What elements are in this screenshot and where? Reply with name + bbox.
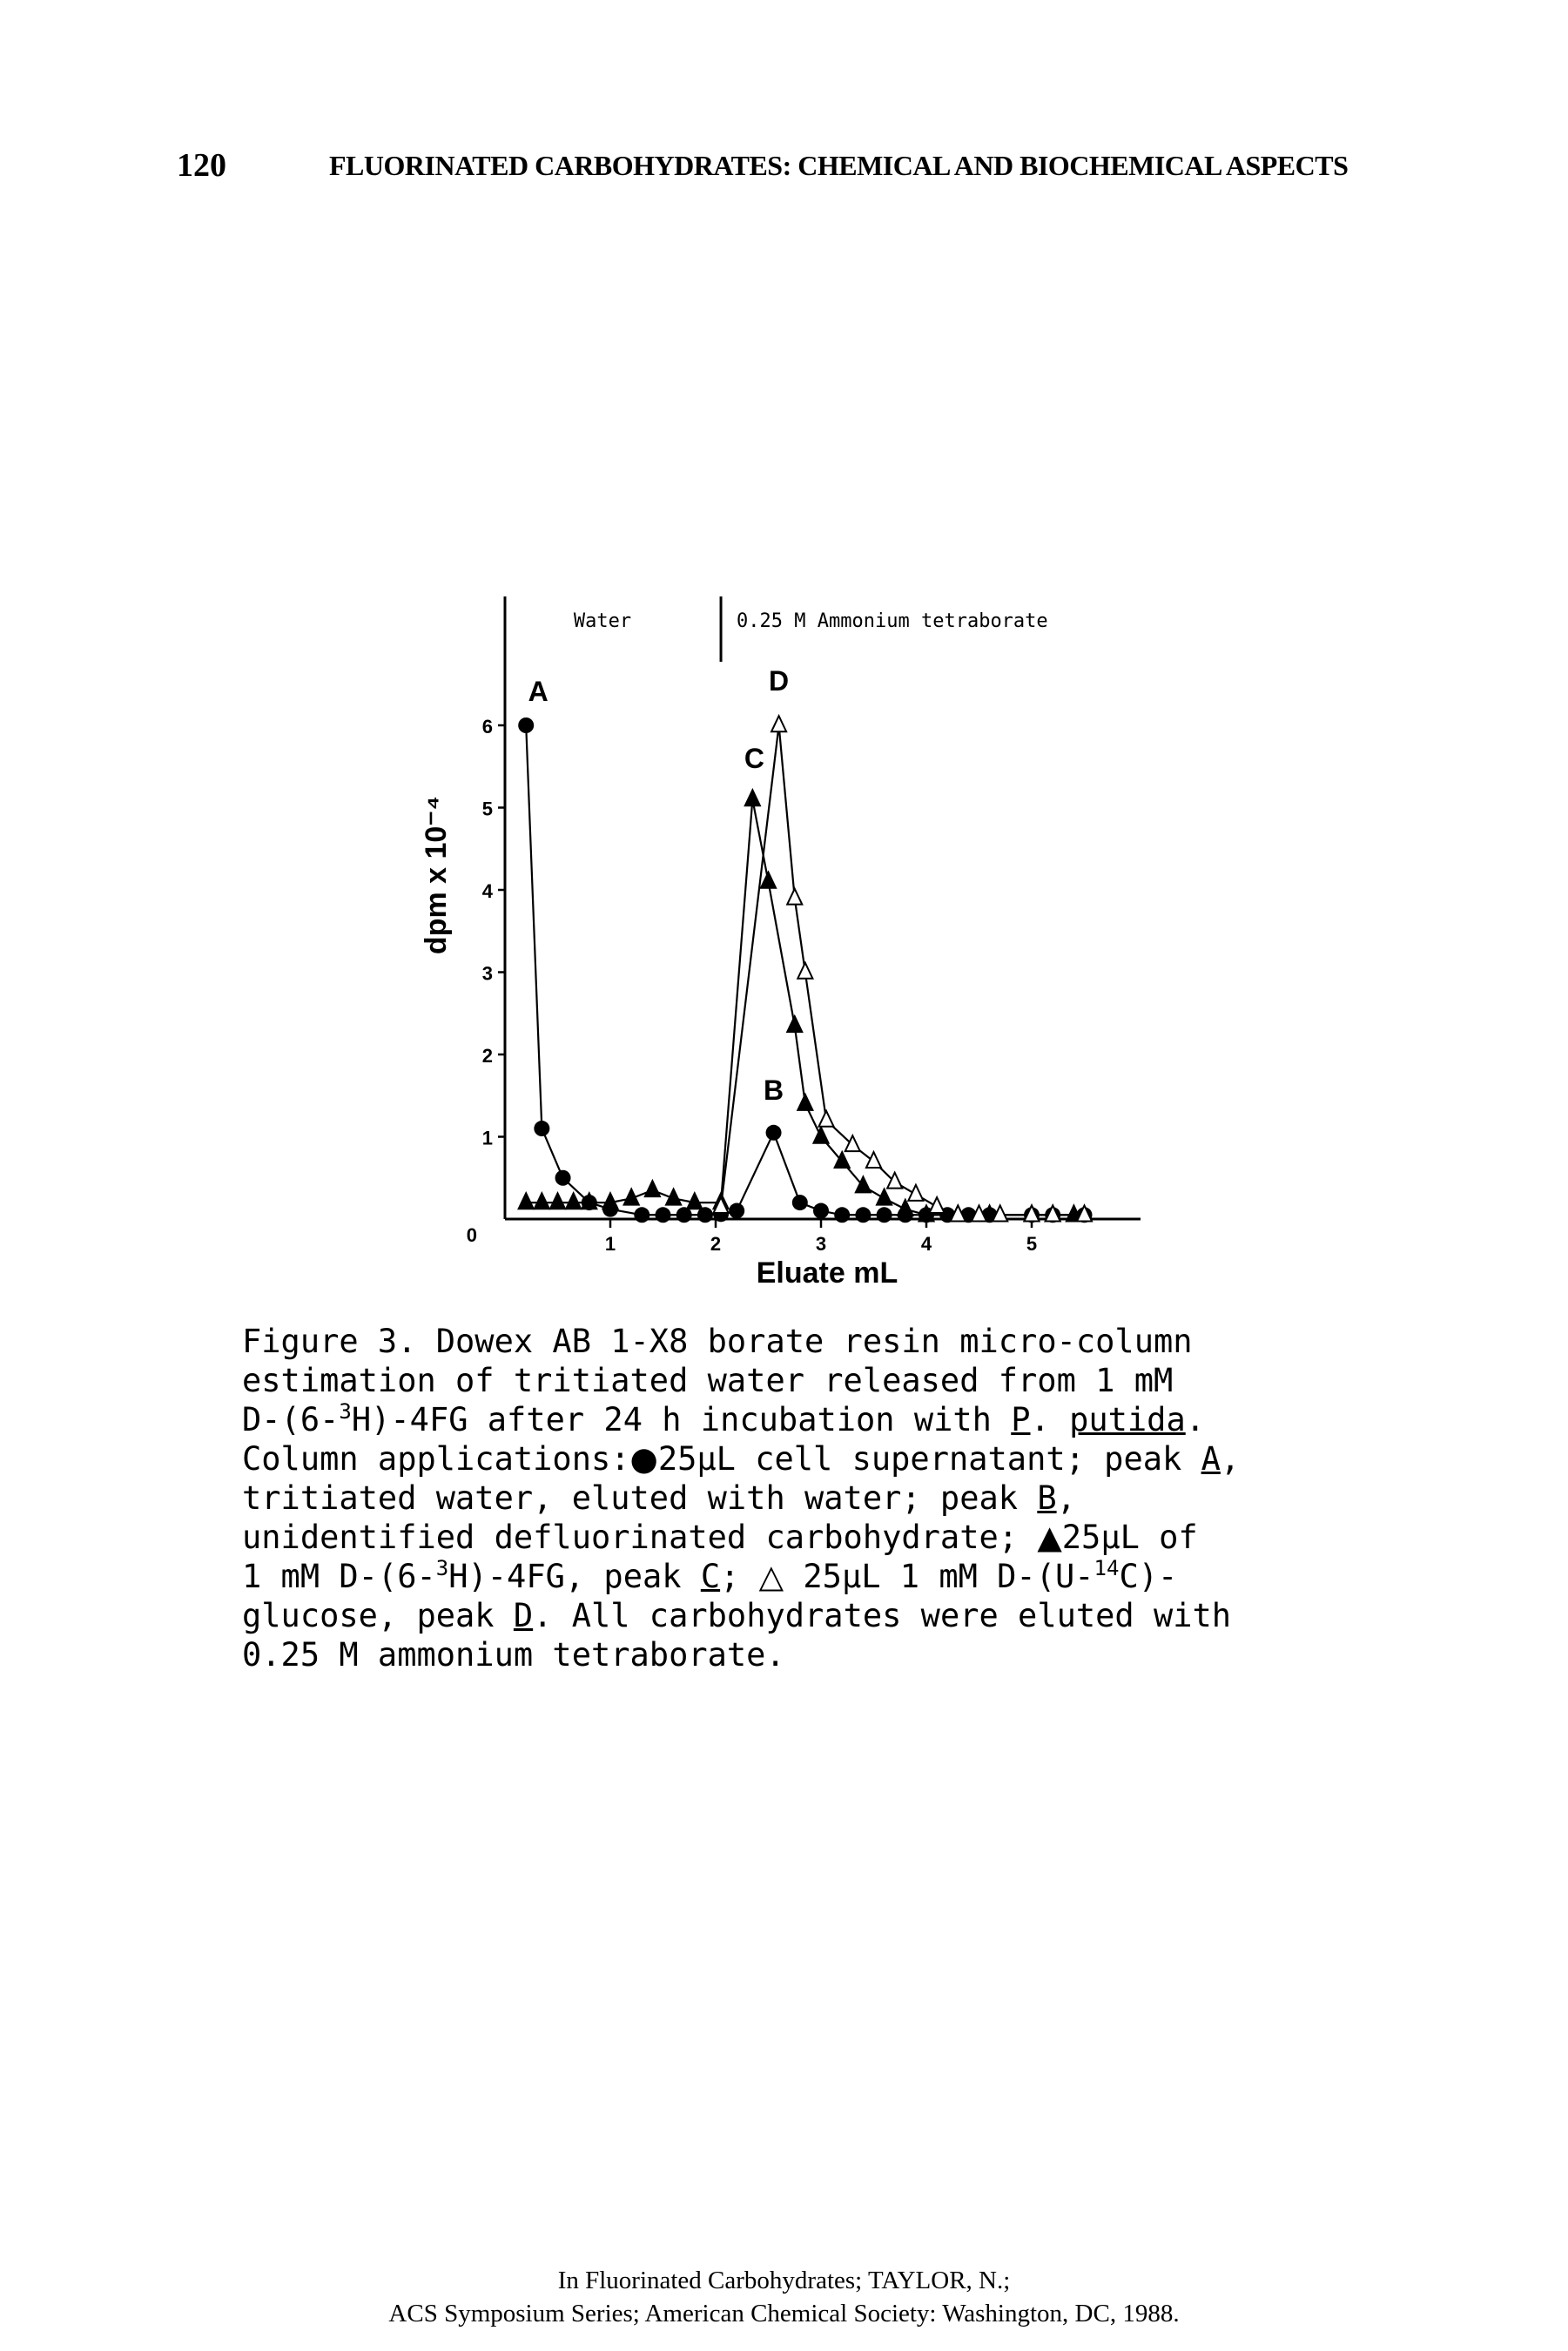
data-point-filled-triangle — [833, 1149, 851, 1169]
data-point-filled-triangle — [744, 787, 762, 807]
y-tick-label: 6 — [482, 716, 493, 738]
data-point-filled-triangle — [533, 1190, 551, 1210]
data-point-open-triangle — [785, 886, 804, 906]
citation-line-1: In Fluorinated Carbohydrates; TAYLOR, N.… — [557, 2267, 1011, 2294]
data-point-filled-circle — [534, 1121, 550, 1137]
data-point-filled-circle — [834, 1207, 851, 1223]
x-tick-label: 1 — [605, 1233, 616, 1255]
data-point-filled-circle — [855, 1207, 871, 1223]
data-point-filled-triangle — [564, 1190, 582, 1210]
y-tick-label: 5 — [482, 798, 493, 820]
page-number: 120 — [177, 147, 226, 184]
data-point-filled-triangle — [811, 1125, 831, 1144]
data-point-open-triangle — [927, 1195, 946, 1215]
peak-label-D: D — [769, 665, 789, 697]
x-tick-label: 2 — [710, 1233, 721, 1255]
data-point-open-triangle — [817, 1108, 836, 1128]
data-point-open-triangle — [770, 713, 788, 733]
region-label-borate: 0.25 M Ammonium tetraborate — [737, 610, 1048, 632]
citation-line-2: ACS Symposium Series; American Chemical … — [388, 2300, 1180, 2327]
figure-caption: Figure 3. Dowex AB 1-X8 borate resin mic… — [242, 1323, 1241, 1674]
x-tick-label: 3 — [816, 1233, 826, 1255]
data-point-filled-triangle — [796, 1092, 814, 1111]
data-point-open-triangle — [844, 1133, 862, 1153]
data-point-filled-circle — [697, 1207, 713, 1223]
peak-label-B: B — [764, 1074, 784, 1106]
data-point-open-triangle — [906, 1182, 925, 1202]
data-point-open-triangle — [1044, 1203, 1062, 1223]
page-header: 120 FLUORINATED CARBOHYDRATES: CHEMICAL … — [0, 146, 1568, 199]
data-point-filled-circle — [655, 1207, 671, 1223]
region-label-water: Water — [574, 610, 631, 632]
y-tick-label: 2 — [482, 1045, 493, 1067]
y-tick-label: 0 — [467, 1224, 477, 1246]
data-point-open-triangle — [1022, 1203, 1041, 1223]
data-point-open-triangle — [970, 1203, 988, 1223]
running-title: FLUORINATED CARBOHYDRATES: CHEMICAL AND … — [329, 150, 1349, 181]
data-point-open-triangle — [711, 1195, 730, 1215]
y-tick-label: 1 — [482, 1128, 493, 1149]
peak-label-C: C — [744, 743, 764, 774]
data-point-filled-circle — [813, 1202, 829, 1219]
y-axis-label: dpm x 10⁻⁴ — [420, 796, 453, 954]
peak-label-A: A — [528, 676, 548, 707]
data-point-filled-triangle — [980, 1203, 999, 1223]
series-line-open-triangle — [719, 724, 1085, 1216]
open-triangle-icon: △ — [758, 1558, 784, 1595]
filled-circle-icon: ● — [629, 1440, 658, 1478]
data-point-open-triangle — [865, 1149, 883, 1169]
data-point-filled-triangle — [785, 1014, 804, 1034]
data-point-open-triangle — [949, 1203, 967, 1223]
data-point-filled-triangle — [664, 1187, 683, 1206]
series-line-filled-triangle — [526, 798, 1074, 1216]
data-point-filled-circle — [729, 1202, 745, 1219]
data-point-filled-circle — [676, 1207, 692, 1223]
y-tick-label: 3 — [482, 963, 493, 985]
data-point-filled-triangle — [896, 1197, 914, 1216]
x-tick-label: 5 — [1026, 1233, 1037, 1255]
data-point-filled-triangle — [1065, 1203, 1083, 1223]
data-point-filled-triangle — [622, 1187, 641, 1206]
x-axis-label: Eluate mL — [757, 1256, 898, 1290]
data-point-filled-triangle — [759, 870, 777, 889]
data-point-filled-triangle — [685, 1190, 703, 1210]
data-point-filled-circle — [634, 1207, 650, 1223]
y-tick-label: 4 — [482, 880, 494, 902]
data-point-filled-circle — [791, 1195, 808, 1211]
data-point-filled-triangle — [854, 1175, 872, 1194]
data-point-filled-triangle — [875, 1187, 893, 1206]
figure-label: Figure 3. — [242, 1323, 417, 1360]
data-point-open-triangle — [991, 1203, 1009, 1223]
data-point-filled-circle — [555, 1169, 571, 1186]
data-point-filled-triangle — [548, 1190, 567, 1210]
data-point-filled-triangle — [643, 1178, 662, 1198]
citation-footer: In Fluorinated Carbohydrates; TAYLOR, N.… — [0, 2264, 1568, 2330]
data-point-filled-circle — [518, 717, 535, 733]
data-point-open-triangle — [1075, 1203, 1094, 1223]
data-point-filled-circle — [876, 1207, 892, 1223]
data-point-filled-circle — [765, 1124, 782, 1141]
data-point-filled-triangle — [580, 1190, 598, 1210]
data-point-open-triangle — [796, 960, 814, 980]
data-point-filled-triangle — [517, 1190, 535, 1210]
data-point-open-triangle — [885, 1170, 904, 1189]
filled-triangle-icon: ▲ — [1037, 1519, 1062, 1556]
data-point-filled-triangle — [601, 1190, 620, 1210]
x-tick-label: 4 — [921, 1233, 932, 1255]
